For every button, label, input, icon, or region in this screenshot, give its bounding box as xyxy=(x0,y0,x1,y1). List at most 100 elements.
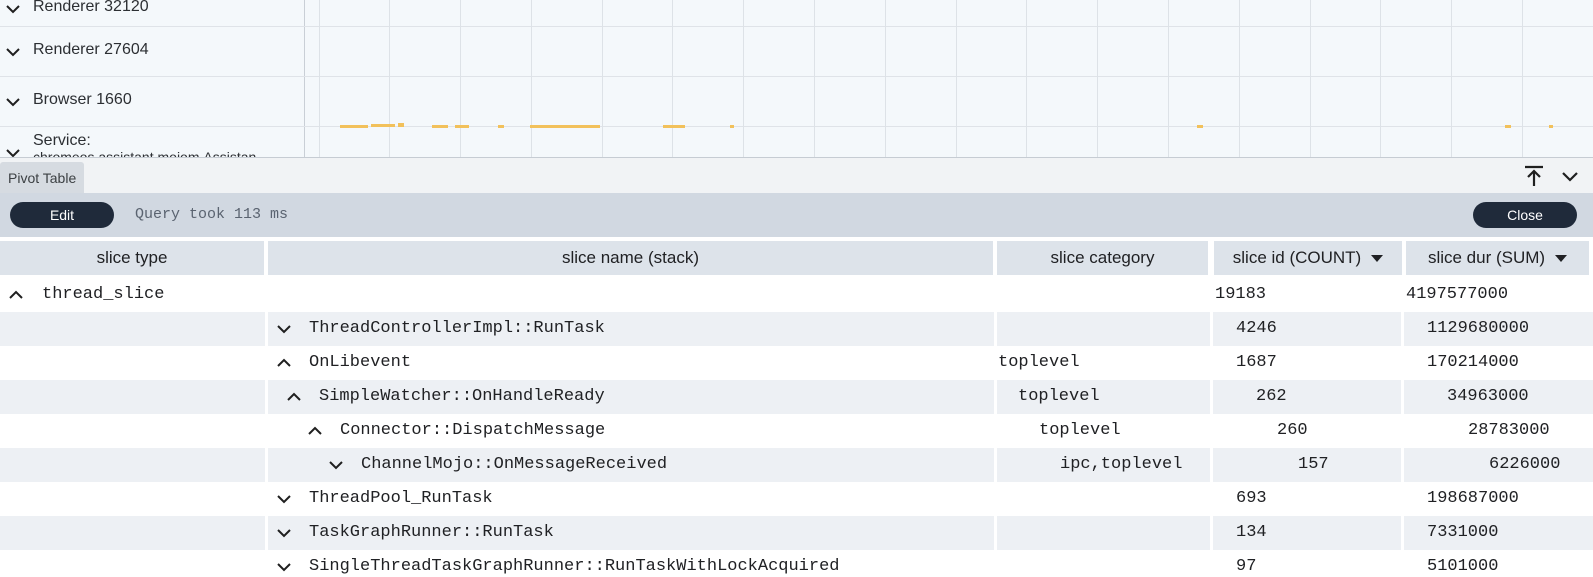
grid-line xyxy=(1097,0,1098,157)
column-header-slice-name[interactable]: slice name (stack) xyxy=(268,241,993,275)
count-cell: 693 xyxy=(1236,489,1267,508)
count-cell: 4246 xyxy=(1236,319,1277,338)
chevron-down-icon[interactable] xyxy=(5,145,21,157)
column-divider xyxy=(1210,448,1213,482)
track-slice[interactable] xyxy=(1549,125,1553,128)
track-slice[interactable] xyxy=(530,125,600,128)
expand-row-icon[interactable] xyxy=(276,559,292,575)
timeline-grid[interactable] xyxy=(305,0,1593,157)
collapse-row-icon[interactable] xyxy=(307,423,323,439)
collapse-row-icon[interactable] xyxy=(276,355,292,371)
column-header-slice-category[interactable]: slice category xyxy=(997,241,1208,275)
slice-name-cell: ChannelMojo::OnMessageReceived xyxy=(361,455,668,474)
column-divider xyxy=(994,380,997,414)
grid-line xyxy=(1451,0,1452,157)
slice-name-cell: ThreadPool_RunTask xyxy=(309,489,493,508)
track-service[interactable]: Service: chromeos.assistant.mojom.Assist… xyxy=(0,127,1593,157)
track-slice[interactable] xyxy=(432,125,448,128)
edit-button[interactable]: Edit xyxy=(10,202,114,228)
column-header-label: slice dur (SUM) xyxy=(1427,248,1546,267)
slice-category-cell: toplevel xyxy=(998,353,1080,372)
chevron-down-icon[interactable] xyxy=(5,1,21,17)
table-row[interactable]: ThreadPool_RunTask 693 198687000 xyxy=(0,482,1593,516)
track-subtitle: chromeos.assistant.mojom.Assistan xyxy=(33,149,257,157)
dur-cell: 34963000 xyxy=(1447,387,1529,406)
query-toolbar: Edit Query took 113 ms Close xyxy=(0,193,1593,237)
track-shell: Service: chromeos.assistant.mojom.Assist… xyxy=(0,127,305,157)
track-title: Service: xyxy=(33,132,91,149)
track-slice[interactable] xyxy=(730,125,734,128)
track-slice[interactable] xyxy=(455,125,469,128)
column-header-label: slice id (COUNT) xyxy=(1232,248,1362,267)
track-slice[interactable] xyxy=(663,125,685,128)
slice-category-cell: toplevel xyxy=(1039,421,1121,440)
column-header-label: slice type xyxy=(96,248,168,267)
collapse-icon[interactable] xyxy=(1558,164,1582,188)
expand-row-icon[interactable] xyxy=(276,491,292,507)
column-header-slice-dur-sum[interactable]: slice dur (SUM) xyxy=(1406,241,1589,275)
table-row[interactable]: ThreadControllerImpl::RunTask 4246 11296… xyxy=(0,312,1593,346)
expand-row-icon[interactable] xyxy=(276,525,292,541)
sort-desc-icon[interactable] xyxy=(1555,255,1568,263)
track-renderer-27604[interactable]: Renderer 27604 xyxy=(0,27,1593,77)
track-shell: Browser 1660 xyxy=(0,77,305,126)
column-divider xyxy=(1210,380,1213,414)
track-slice[interactable] xyxy=(340,125,368,128)
count-cell: 260 xyxy=(1277,421,1308,440)
track-renderer-32120[interactable]: Renderer 32120 xyxy=(0,0,1593,27)
chevron-down-icon[interactable] xyxy=(5,44,21,60)
track-title: Renderer 27604 xyxy=(33,41,149,58)
close-button[interactable]: Close xyxy=(1473,202,1577,228)
column-divider xyxy=(1401,380,1404,414)
table-row[interactable]: OnLibevent toplevel 1687 170214000 xyxy=(0,346,1593,380)
column-divider xyxy=(994,312,997,346)
track-slice[interactable] xyxy=(1197,125,1203,128)
track-title: Renderer 32120 xyxy=(33,0,149,15)
sort-desc-icon[interactable] xyxy=(1371,255,1384,263)
slice-name-cell: Connector::DispatchMessage xyxy=(340,421,606,440)
grid-line xyxy=(1168,0,1169,157)
grid-line xyxy=(1026,0,1027,157)
column-header-slice-id-count[interactable]: slice id (COUNT) xyxy=(1214,241,1402,275)
column-divider xyxy=(1401,312,1404,346)
column-divider xyxy=(265,516,268,550)
grid-line xyxy=(1522,0,1523,157)
collapse-row-icon[interactable] xyxy=(286,389,302,405)
expand-row-icon[interactable] xyxy=(328,457,344,473)
table-row[interactable]: SingleThreadTaskGraphRunner::RunTaskWith… xyxy=(0,550,1593,577)
column-divider xyxy=(265,448,268,482)
column-divider xyxy=(1210,516,1213,550)
table-row[interactable]: thread_slice 19183 4197577000 xyxy=(0,278,1593,312)
count-cell: 1687 xyxy=(1236,353,1277,372)
column-divider xyxy=(265,380,268,414)
slice-name-cell: TaskGraphRunner::RunTask xyxy=(309,523,554,542)
collapse-row-icon[interactable] xyxy=(8,287,24,303)
dur-cell: 198687000 xyxy=(1427,489,1519,508)
chevron-down-icon[interactable] xyxy=(5,94,21,110)
maximize-icon[interactable] xyxy=(1522,164,1546,188)
grid-line xyxy=(389,0,390,157)
slice-name-cell: ThreadControllerImpl::RunTask xyxy=(309,319,605,338)
column-divider xyxy=(994,448,997,482)
table-row[interactable]: SimpleWatcher::OnHandleReady toplevel 26… xyxy=(0,380,1593,414)
grid-line xyxy=(602,0,603,157)
track-slice[interactable] xyxy=(498,125,504,128)
table-row[interactable]: Connector::DispatchMessage toplevel 260 … xyxy=(0,414,1593,448)
grid-line xyxy=(956,0,957,157)
column-divider xyxy=(265,312,268,346)
expand-row-icon[interactable] xyxy=(276,321,292,337)
table-row[interactable]: TaskGraphRunner::RunTask 134 7331000 xyxy=(0,516,1593,550)
column-header-slice-type[interactable]: slice type xyxy=(0,241,264,275)
tab-pivot-table[interactable]: Pivot Table xyxy=(0,162,85,194)
column-divider xyxy=(994,516,997,550)
count-cell: 19183 xyxy=(1215,285,1267,304)
track-slice[interactable] xyxy=(398,123,404,127)
slice-type-cell: thread_slice xyxy=(42,285,165,304)
dur-cell: 5101000 xyxy=(1427,557,1499,576)
table-row[interactable]: ChannelMojo::OnMessageReceived ipc,tople… xyxy=(0,448,1593,482)
track-slice[interactable] xyxy=(371,124,395,127)
dur-cell: 1129680000 xyxy=(1427,319,1530,338)
track-browser-1660[interactable]: Browser 1660 xyxy=(0,77,1593,127)
track-slice[interactable] xyxy=(1505,125,1511,128)
slice-category-cell: ipc,toplevel xyxy=(1060,455,1183,474)
